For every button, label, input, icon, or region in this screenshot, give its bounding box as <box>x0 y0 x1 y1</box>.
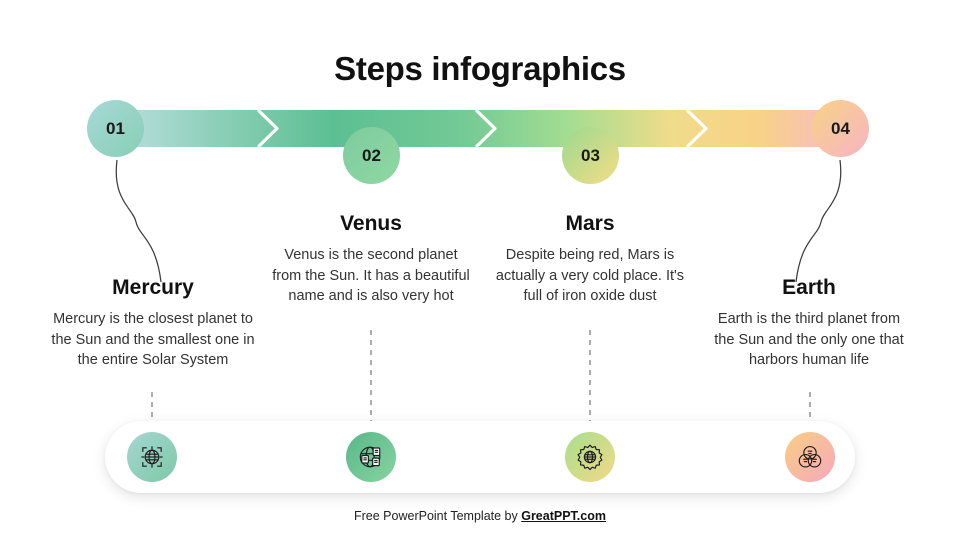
step-heading: Mars <box>565 212 615 235</box>
footer-link[interactable]: GreatPPT.com <box>521 509 606 523</box>
step-heading: Earth <box>782 276 836 299</box>
chevron-1-icon <box>257 109 279 148</box>
step-text-earth: Earth Earth is the third planet from the… <box>706 276 912 371</box>
step-text-mercury: Mercury Mercury is the closest planet to… <box>42 276 264 371</box>
globe-network-icon <box>359 446 381 468</box>
step-heading: Mercury <box>112 276 194 299</box>
gear-globe-icon <box>577 444 603 471</box>
page-title: Steps infographics <box>334 50 626 87</box>
venn-circles-icon <box>798 446 822 468</box>
step-text-venus: Venus Venus is the second planet from th… <box>268 212 474 307</box>
footer-credit: Free PowerPoint Template by GreatPPT.com <box>0 509 960 523</box>
globe-target-icon <box>141 446 163 468</box>
step-badge-04[interactable]: 04 <box>812 100 869 157</box>
chevron-separators <box>257 109 708 148</box>
connector-curve-mercury <box>115 159 162 283</box>
chevron-2-icon <box>475 109 497 148</box>
footer-text: Free PowerPoint Template by <box>354 509 522 523</box>
icon-badge-3[interactable] <box>565 432 615 482</box>
icon-bar-container <box>105 421 855 493</box>
chevron-3-icon <box>686 109 708 148</box>
step-badge-03[interactable]: 03 <box>562 127 619 184</box>
step-number-label: 04 <box>831 118 850 138</box>
step-body: Mercury is the closest planet to the Sun… <box>51 311 255 369</box>
icon-badge-2[interactable] <box>346 432 396 482</box>
step-body: Venus is the second planet from the Sun.… <box>272 247 470 305</box>
icon-badge-1[interactable] <box>127 432 177 482</box>
timeline-bar <box>112 110 848 147</box>
step-badge-01[interactable]: 01 <box>87 100 144 157</box>
step-number-label: 03 <box>581 145 600 165</box>
step-body: Earth is the third planet from the Sun a… <box>714 311 904 369</box>
step-badge-02[interactable]: 02 <box>343 127 400 184</box>
step-number-label: 02 <box>362 145 381 165</box>
step-number-label: 01 <box>106 118 125 138</box>
connector-curve-earth <box>795 159 842 283</box>
step-heading: Venus <box>340 212 402 235</box>
step-text-mars: Mars Despite being red, Mars is actually… <box>492 212 688 307</box>
icon-badge-4[interactable] <box>785 432 835 482</box>
step-body: Despite being red, Mars is actually a ve… <box>495 247 685 305</box>
